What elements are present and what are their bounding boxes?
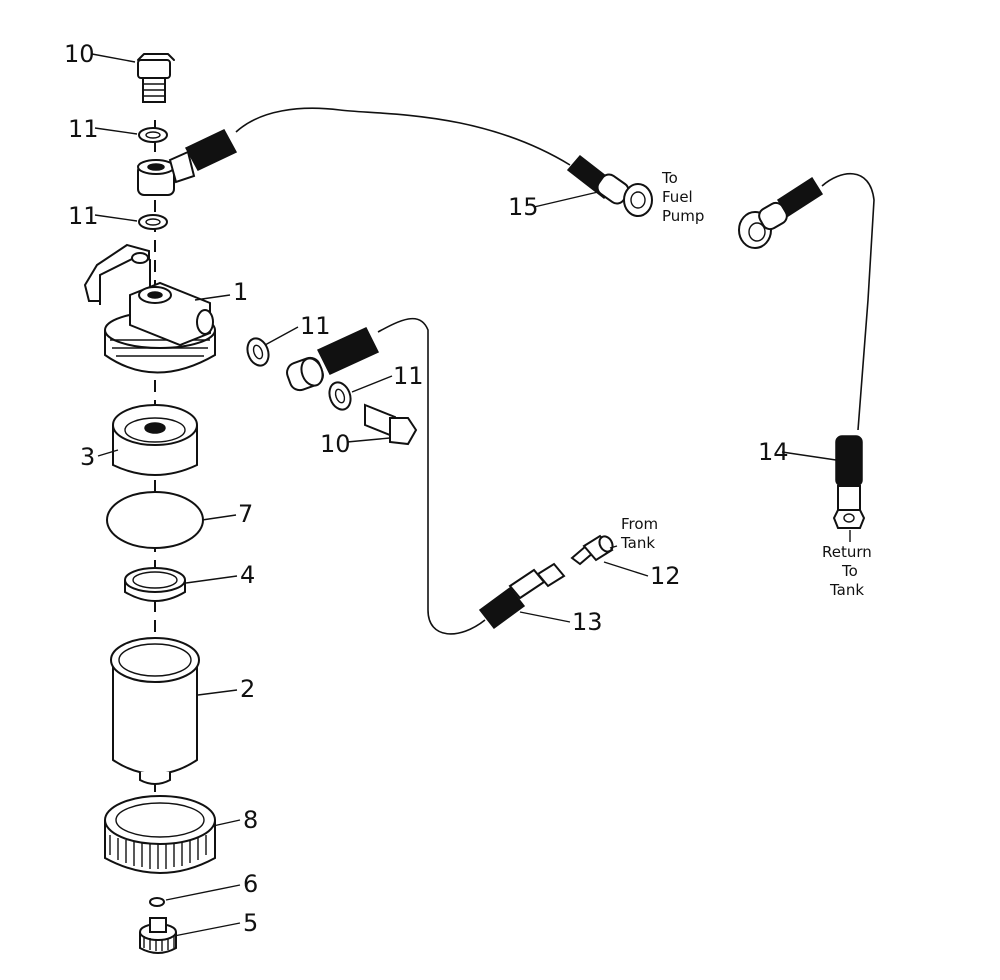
sealing-washer-side-a bbox=[246, 337, 270, 367]
callout-13: 13 bbox=[572, 608, 603, 636]
note-from-tank: From Tank bbox=[620, 515, 658, 552]
sealing-washer-upper-b bbox=[138, 214, 168, 230]
sealing-washer-side-b bbox=[328, 381, 352, 411]
callout-11-a: 11 bbox=[68, 115, 99, 143]
banjo-fitting-top bbox=[137, 107, 571, 196]
drain-plug bbox=[139, 917, 177, 954]
banjo-bolt-top bbox=[137, 53, 175, 103]
note-from-tank-line2: Tank bbox=[620, 534, 655, 552]
callout-2: 2 bbox=[240, 675, 255, 703]
return-hose bbox=[738, 173, 875, 529]
callout-11-d: 11 bbox=[393, 362, 424, 390]
filter-element bbox=[112, 404, 198, 476]
note-to-fuel-pump-line1: To bbox=[661, 169, 678, 187]
leader-lines bbox=[91, 53, 851, 937]
callout-3: 3 bbox=[80, 443, 95, 471]
callout-10-top: 10 bbox=[64, 40, 95, 68]
note-to-fuel-pump-line2: Fuel bbox=[662, 188, 693, 206]
callout-8: 8 bbox=[243, 806, 258, 834]
banjo-bolt-side bbox=[364, 403, 418, 446]
callouts: 10 11 11 1 11 11 10 3 7 4 2 8 6 5 15 14 … bbox=[64, 40, 789, 937]
callout-12: 12 bbox=[650, 562, 681, 590]
note-return-to-tank-line3: Tank bbox=[829, 581, 864, 599]
filter-head bbox=[83, 243, 216, 374]
callout-14: 14 bbox=[758, 438, 789, 466]
callout-7: 7 bbox=[238, 500, 253, 528]
hose-from-tank bbox=[478, 562, 566, 630]
o-ring bbox=[106, 491, 204, 549]
sealing-washer-upper-a bbox=[138, 127, 168, 143]
note-to-fuel-pump-line3: Pump bbox=[662, 207, 704, 225]
note-return-to-tank: Return To Tank bbox=[822, 543, 872, 599]
callout-15: 15 bbox=[508, 193, 539, 221]
hose-to-fuel-pump bbox=[566, 154, 653, 217]
callout-11-b: 11 bbox=[68, 202, 99, 230]
callout-6: 6 bbox=[243, 870, 258, 898]
note-from-tank-line1: From bbox=[621, 515, 658, 533]
filter-bowl bbox=[110, 637, 200, 785]
retaining-ring bbox=[104, 795, 216, 874]
callout-11-c: 11 bbox=[300, 312, 331, 340]
tank-connector bbox=[570, 534, 614, 566]
callout-10-mid: 10 bbox=[320, 430, 351, 458]
sealing-ring bbox=[124, 567, 186, 602]
callout-4: 4 bbox=[240, 561, 255, 589]
drain-plug-seal bbox=[149, 897, 165, 907]
callout-5: 5 bbox=[243, 909, 258, 937]
note-to-fuel-pump: To Fuel Pump bbox=[661, 169, 704, 225]
callout-1: 1 bbox=[233, 278, 248, 306]
note-return-to-tank-line2: To bbox=[841, 562, 858, 580]
banjo-fitting-side bbox=[286, 317, 486, 635]
note-return-to-tank-line1: Return bbox=[822, 543, 872, 561]
